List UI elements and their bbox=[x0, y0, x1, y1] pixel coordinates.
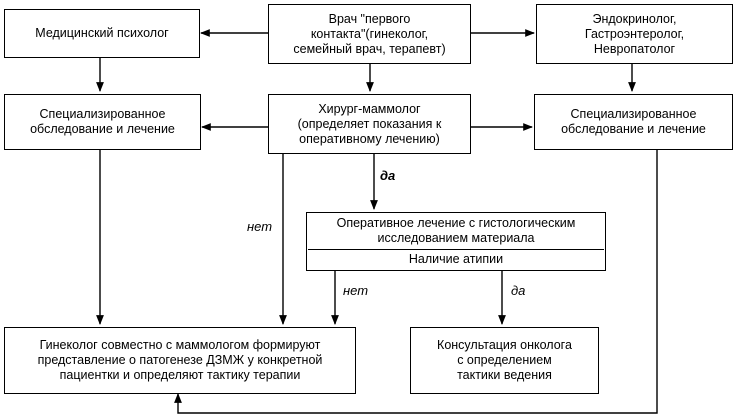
gynecologist-joint-box: Гинеколог совместно с маммологом формиру… bbox=[4, 327, 356, 394]
special-exam-right-text: Специализированное обследование и лечени… bbox=[561, 107, 706, 136]
surgery-box: Оперативное лечение с гистологическим ис… bbox=[306, 212, 606, 271]
atypia-text: Наличие атипии bbox=[408, 252, 504, 266]
specialists-box: Эндокринолог, Гастроэнтеролог, Невропато… bbox=[536, 4, 733, 64]
oncologist-box: Консультация онколога с определением так… bbox=[410, 327, 599, 394]
surgery-inner: Оперативное лечение с гистологическим ис… bbox=[308, 216, 604, 267]
surgery-divider bbox=[308, 249, 604, 250]
special-exam-right-box: Специализированное обследование и лечени… bbox=[534, 94, 733, 150]
primary-doctor-box: Врач "первого контакта"(гинеколог, семей… bbox=[268, 4, 471, 64]
surgeon-mammologist-text: Хирург-маммолог (определяет показания к … bbox=[297, 101, 442, 146]
label-no-atypia: нет bbox=[343, 283, 369, 298]
primary-doctor-text: Врач "первого контакта"(гинеколог, семей… bbox=[293, 11, 446, 56]
label-yes-surgery: да bbox=[380, 168, 396, 183]
oncologist-text: Консультация онколога с определением так… bbox=[437, 338, 572, 382]
special-exam-left-box: Специализированное обследование и лечени… bbox=[4, 94, 201, 150]
specialists-text: Эндокринолог, Гастроэнтеролог, Невропато… bbox=[584, 11, 685, 56]
psychologist-text: Медицинский психолог bbox=[35, 26, 169, 40]
surgery-text: Оперативное лечение с гистологическим ис… bbox=[336, 216, 576, 245]
arrow-exam-right-feedback bbox=[174, 150, 658, 414]
surgeon-mammologist-box: Хирург-маммолог (определяет показания к … bbox=[268, 94, 471, 154]
label-yes-atypia: да bbox=[511, 283, 526, 298]
psychologist-box: Медицинский психолог bbox=[4, 9, 200, 58]
special-exam-left-text: Специализированное обследование и лечени… bbox=[30, 107, 175, 136]
gynecologist-joint-text: Гинеколог совместно с маммологом формиру… bbox=[37, 338, 323, 382]
label-no-surgeon: нет bbox=[247, 219, 273, 234]
